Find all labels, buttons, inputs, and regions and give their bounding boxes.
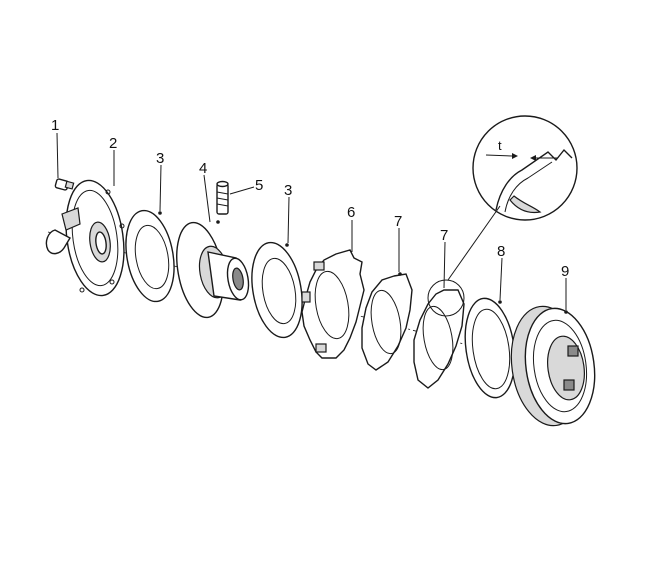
callout-7-left: 7 bbox=[394, 213, 402, 230]
callout-7-right: 7 bbox=[440, 227, 448, 244]
leader-lines bbox=[56, 132, 567, 310]
callout-9: 9 bbox=[561, 263, 569, 280]
dimension-label-t: t bbox=[498, 138, 502, 153]
detail-connector-line bbox=[447, 205, 501, 281]
dimension-line-left bbox=[485, 154, 513, 157]
detail-view-inset: t bbox=[447, 115, 578, 281]
part-2-flange-housing bbox=[45, 179, 125, 297]
callout-3-left: 3 bbox=[156, 150, 164, 167]
part-7-friction-disc-right bbox=[413, 279, 465, 389]
callout-6: 6 bbox=[347, 204, 355, 221]
callout-5: 5 bbox=[255, 177, 263, 194]
callout-2: 2 bbox=[109, 135, 117, 152]
detail-reference-circle bbox=[427, 279, 465, 317]
callout-8: 8 bbox=[497, 243, 505, 260]
callout-3-middle: 3 bbox=[284, 182, 292, 199]
part-5-set-screw bbox=[216, 180, 229, 215]
part-6-toothed-plate bbox=[301, 249, 365, 359]
callout-4: 4 bbox=[199, 160, 207, 177]
part-7-friction-disc-left bbox=[361, 272, 413, 371]
part-1-bolt bbox=[54, 178, 75, 191]
part-4-hub bbox=[176, 220, 250, 319]
callout-labels: 1 2 3 4 5 3 6 7 7 8 9 bbox=[51, 117, 569, 280]
part-3-washer-left bbox=[125, 209, 175, 303]
part-3-washer-middle bbox=[251, 241, 303, 339]
callout-1: 1 bbox=[51, 117, 59, 134]
part-9-drum-housing bbox=[510, 305, 596, 427]
